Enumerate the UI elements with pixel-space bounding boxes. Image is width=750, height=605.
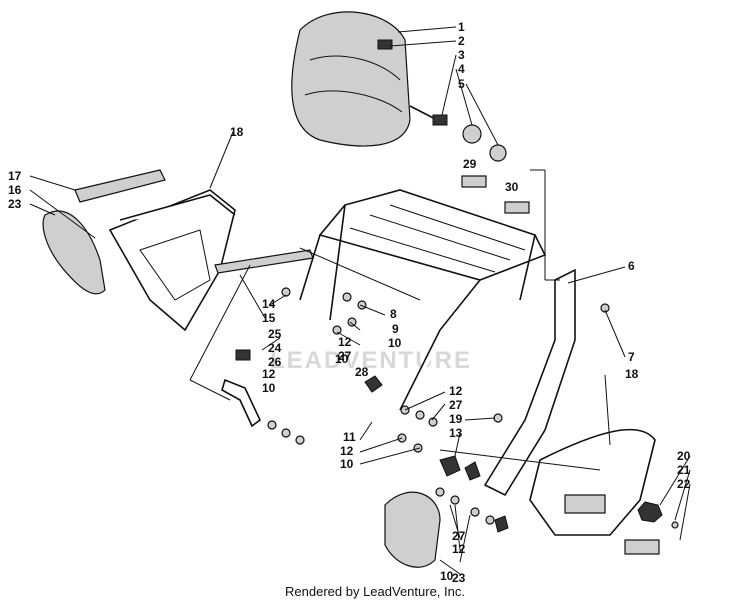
footer-credit: Rendered by LeadVenture, Inc. [285, 584, 465, 599]
callout-label: 27 [338, 349, 352, 363]
callout-label: 15 [262, 311, 276, 325]
callout-label: 17 [8, 169, 22, 183]
rear-rack [299, 189, 547, 411]
callout-label: 1 [458, 20, 465, 34]
right-side-bracket [529, 428, 656, 536]
left-side-bracket [108, 189, 236, 332]
callout-label: 10 [335, 352, 349, 366]
callout-label: 13 [449, 426, 463, 440]
trim-strip [74, 169, 166, 203]
callout-label: 18 [625, 367, 639, 381]
mount-bracket [221, 378, 262, 428]
callout-label: 22 [677, 477, 691, 491]
callout-labels: 1 2 3 4 5 6 7 8 9 10 10 10 10 10 11 12 1… [8, 20, 691, 585]
knob [637, 501, 663, 523]
callout-label: 9 [392, 322, 399, 336]
callout-label: 8 [390, 307, 397, 321]
callout-label: 18 [230, 125, 244, 139]
callout-label: 12 [338, 335, 352, 349]
callout-label: 12 [262, 367, 276, 381]
callout-label: 16 [8, 183, 22, 197]
side-cover [384, 491, 441, 568]
callout-label: 25 [268, 327, 282, 341]
side-cover [42, 210, 106, 295]
watermark: LEADVENTURE [270, 347, 473, 374]
callout-label: 4 [458, 62, 465, 76]
callout-label: 21 [677, 463, 691, 477]
clip [235, 349, 251, 361]
callout-label: 5 [458, 77, 465, 91]
callout-label: 26 [268, 355, 282, 369]
leader-lines [29, 26, 691, 575]
hardware [267, 287, 679, 533]
callout-label: 10 [340, 457, 354, 471]
washer [462, 124, 482, 144]
callout-label: 10 [388, 336, 402, 350]
callout-label: 14 [262, 297, 276, 311]
callout-label: 20 [677, 449, 691, 463]
decal [504, 201, 530, 214]
callout-label: 27 [452, 529, 466, 543]
callout-label: 10 [262, 381, 276, 395]
callout-label: 2 [458, 34, 465, 48]
callout-label: 12 [452, 542, 466, 556]
right-upright [483, 268, 576, 497]
rail [214, 249, 314, 274]
callout-label: 12 [449, 384, 463, 398]
callout-label: 10 [440, 569, 454, 583]
callout-label: 23 [8, 197, 22, 211]
callout-label: 3 [458, 48, 465, 62]
nut [489, 144, 507, 162]
callout-label: 29 [463, 157, 477, 171]
stud [409, 105, 448, 126]
callout-label: 6 [628, 259, 635, 273]
callout-label: 7 [628, 350, 635, 364]
callout-label: 23 [452, 571, 466, 585]
callout-label: 30 [505, 180, 519, 194]
callout-label: 12 [340, 444, 354, 458]
callout-label: 27 [449, 398, 463, 412]
callout-label: 11 [343, 430, 356, 444]
callout-label: 28 [355, 365, 369, 379]
callout-label: 19 [449, 412, 463, 426]
decal [461, 175, 487, 188]
callout-label: 24 [268, 341, 282, 355]
backrest-pad [291, 11, 411, 147]
decal [624, 539, 660, 555]
